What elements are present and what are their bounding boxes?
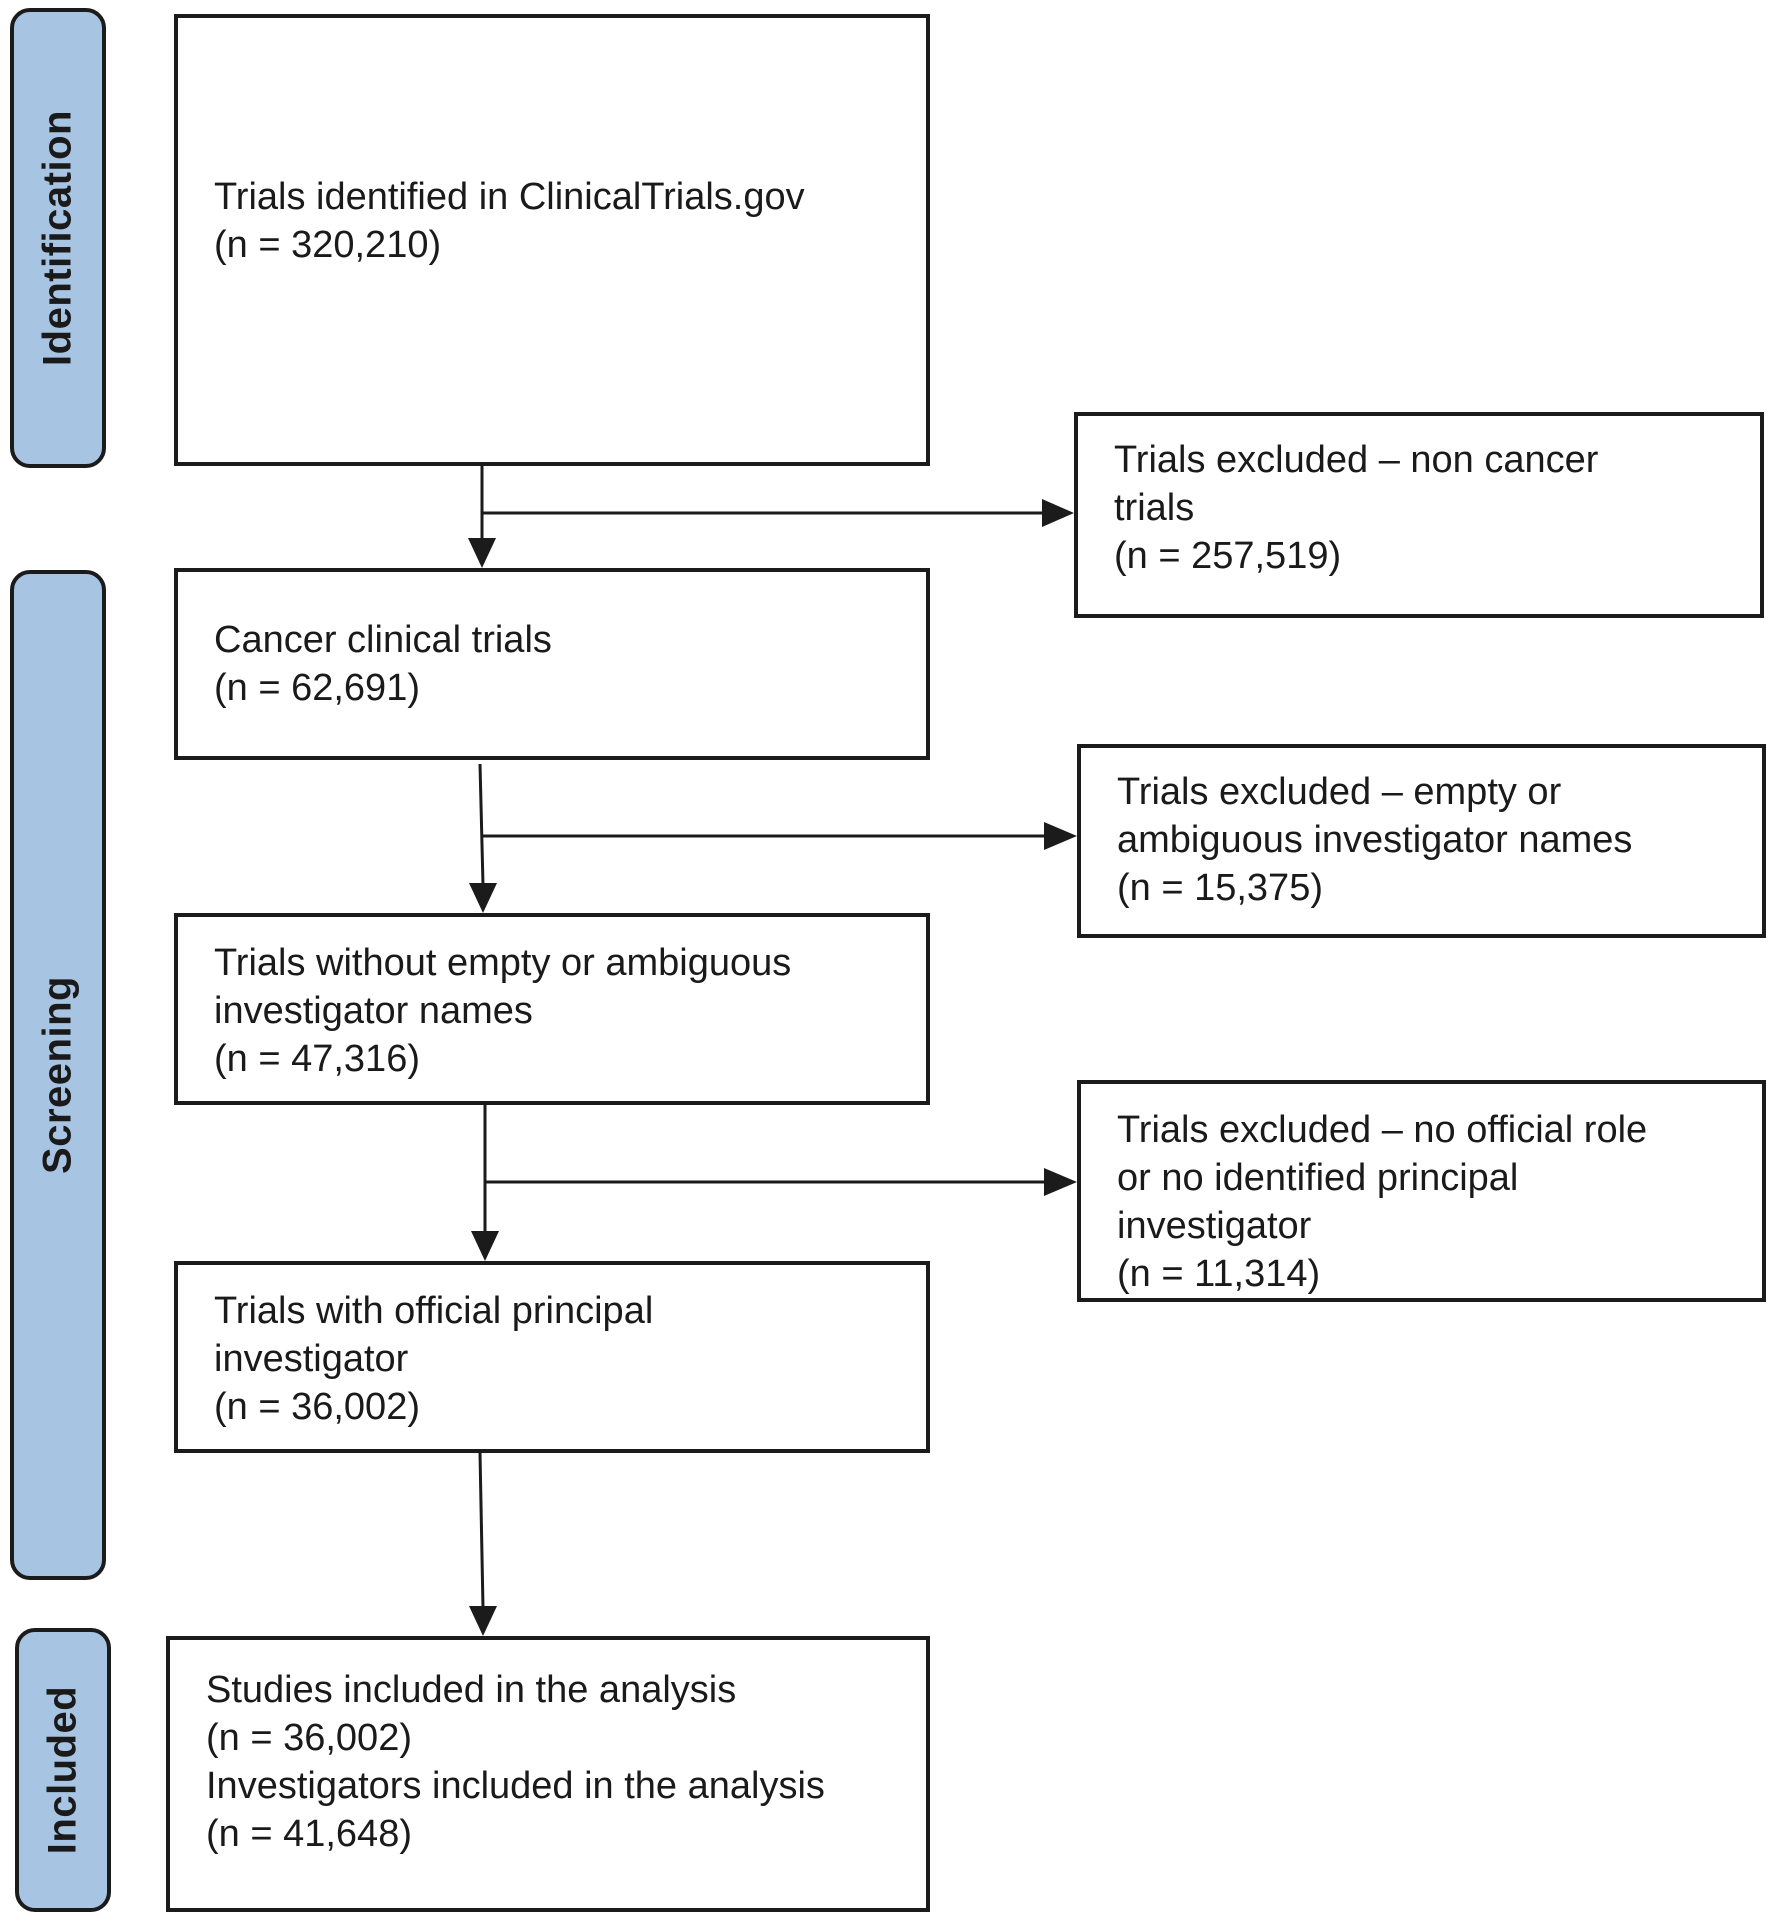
box-excluded-norole-line1: Trials excluded – no official role bbox=[1117, 1109, 1648, 1151]
box-excluded-empty-line2: ambiguous investigator names bbox=[1117, 819, 1633, 861]
arrowhead-to-official bbox=[471, 1231, 499, 1261]
box-excluded-norole: Trials excluded – no official role or no… bbox=[1077, 1080, 1766, 1302]
phase-screening: Screening bbox=[10, 570, 106, 1580]
box-cancer-trials-count: (n = 62,691) bbox=[214, 667, 420, 709]
box-cancer-trials: Cancer clinical trials (n = 62,691) bbox=[174, 568, 930, 760]
arrowhead-to-excluded-norole bbox=[1044, 1168, 1077, 1196]
box-official-pi: Trials with official principal investiga… bbox=[174, 1261, 930, 1453]
box-excluded-noncancer: Trials excluded – non cancer trials (n =… bbox=[1074, 412, 1764, 618]
box-excluded-norole-line3: investigator bbox=[1117, 1205, 1312, 1247]
box-excluded-noncancer-line2: trials bbox=[1114, 487, 1195, 529]
box-excluded-empty-count: (n = 15,375) bbox=[1117, 867, 1323, 909]
box-trials-identified-count: (n = 320,210) bbox=[214, 224, 442, 266]
box-trials-identified: Trials identified in ClinicalTrials.gov … bbox=[174, 14, 930, 466]
arrowhead-to-excluded-noncancer bbox=[1042, 499, 1074, 527]
box-included-studies-line: Studies included in the analysis bbox=[206, 1669, 737, 1711]
box-trials-without-empty-line2: investigator names bbox=[214, 990, 533, 1032]
box-excluded-norole-line2: or no identified principal bbox=[1117, 1157, 1519, 1199]
box-excluded-noncancer-count: (n = 257,519) bbox=[1114, 535, 1342, 577]
box-official-pi-count: (n = 36,002) bbox=[214, 1386, 420, 1428]
connector-official-to-included bbox=[478, 1452, 485, 1609]
box-official-pi-line1: Trials with official principal bbox=[214, 1290, 654, 1332]
box-trials-without-empty-count: (n = 47,316) bbox=[214, 1038, 420, 1080]
arrowhead-to-cancer bbox=[468, 538, 496, 568]
box-excluded-empty: Trials excluded – empty or ambiguous inv… bbox=[1077, 744, 1766, 938]
box-trials-identified-line1: Trials identified in ClinicalTrials.gov bbox=[214, 176, 805, 218]
box-included-investigators-line: Investigators included in the analysis bbox=[206, 1765, 825, 1807]
box-excluded-empty-line1: Trials excluded – empty or bbox=[1117, 771, 1562, 813]
phase-identification: Identification bbox=[10, 8, 106, 468]
box-included-investigators-count: (n = 41,648) bbox=[206, 1813, 412, 1855]
box-excluded-norole-count: (n = 11,314) bbox=[1117, 1253, 1321, 1295]
box-excluded-noncancer-line1: Trials excluded – non cancer bbox=[1114, 439, 1599, 481]
arrowhead-to-included bbox=[469, 1606, 497, 1636]
arrowhead-to-excluded-empty bbox=[1044, 822, 1077, 850]
box-trials-without-empty-line1: Trials without empty or ambiguous bbox=[214, 942, 792, 984]
box-trials-without-empty: Trials without empty or ambiguous invest… bbox=[174, 913, 930, 1105]
phase-included: Included bbox=[15, 1628, 111, 1912]
arrowhead-to-without-empty bbox=[469, 883, 497, 913]
connector-cancer-to-without-empty bbox=[478, 763, 485, 886]
box-official-pi-line2: investigator bbox=[214, 1338, 409, 1380]
box-cancer-trials-line1: Cancer clinical trials bbox=[214, 619, 552, 661]
box-included-studies-count: (n = 36,002) bbox=[206, 1717, 412, 1759]
box-included-analysis: Studies included in the analysis (n = 36… bbox=[166, 1636, 930, 1912]
